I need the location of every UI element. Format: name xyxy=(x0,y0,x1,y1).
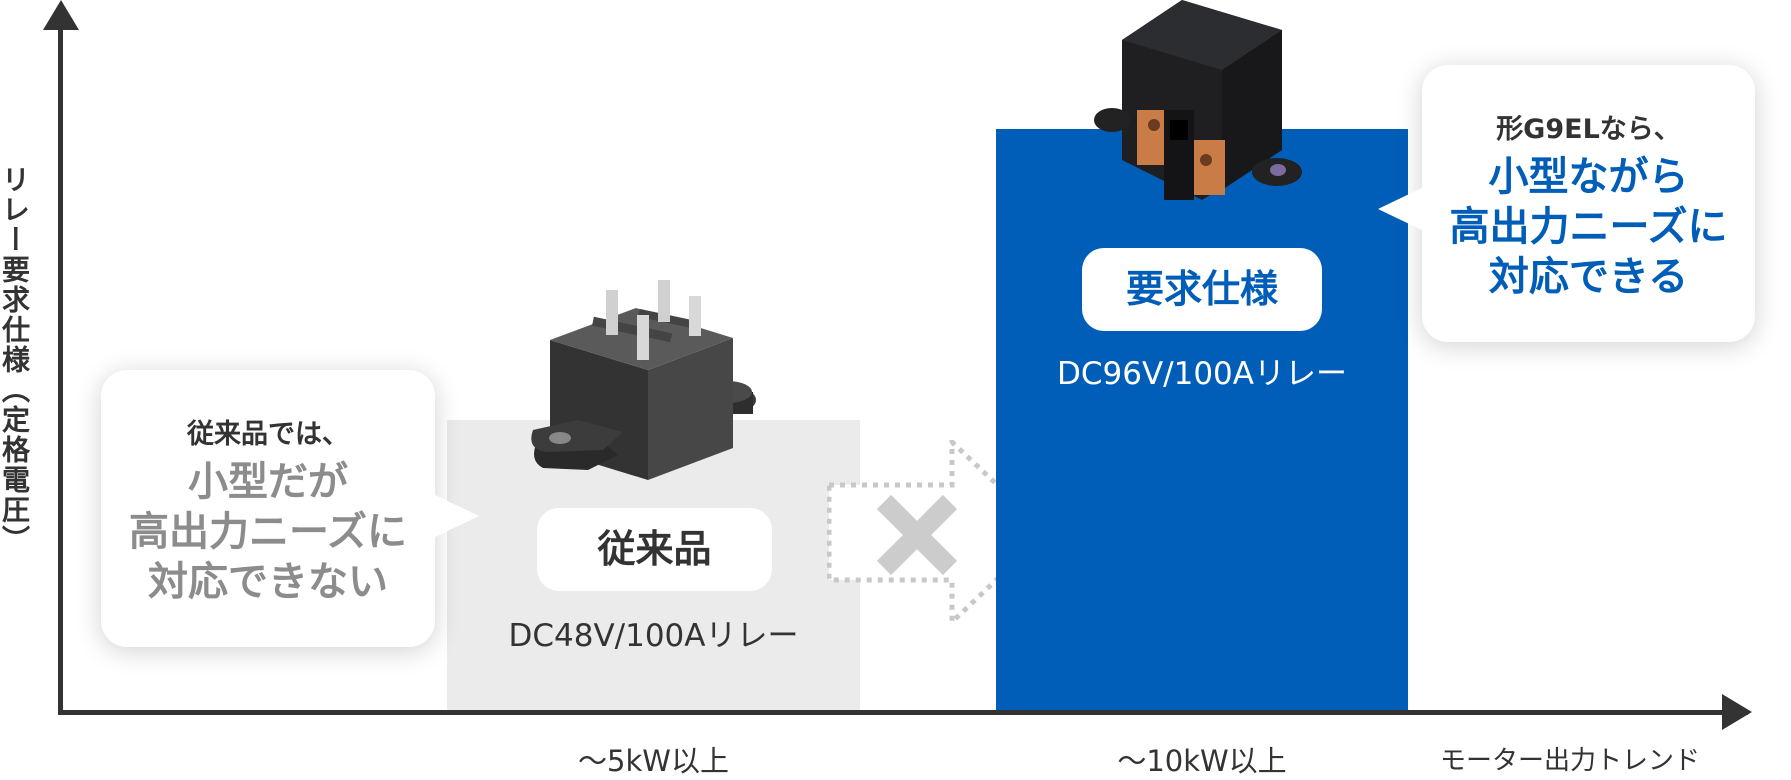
y-axis xyxy=(58,22,63,715)
conventional-speech-bubble: 従来品では、 小型だが 高出力ニーズに 対応できない xyxy=(101,370,479,647)
required-spec-label-pill: 要求仕様 xyxy=(1082,248,1322,331)
bubble-line: 対応できる xyxy=(1488,254,1689,300)
conventional-relay-icon xyxy=(531,280,756,480)
bubble-line: 対応できない xyxy=(148,559,388,605)
y-axis-label: リレー要求仕様（定格電圧） xyxy=(0,165,31,555)
g9el-relay-icon xyxy=(1094,0,1302,200)
bubble-line: 高出力ニーズに xyxy=(1449,204,1728,250)
required-spec: DC96V/100Aリレー xyxy=(1057,356,1347,392)
conventional-spec: DC48V/100Aリレー xyxy=(508,618,799,654)
conventional-label-pill: 従来品 xyxy=(537,508,772,591)
x-axis-arrowhead xyxy=(1722,694,1752,730)
bubble-line: 小型だが xyxy=(188,459,348,505)
required-spec-bar xyxy=(996,129,1408,710)
bubble-message: 小型だが 高出力ニーズに 対応できない xyxy=(101,457,435,607)
bubble-line: 高出力ニーズに xyxy=(129,509,407,555)
x-tick-10kw: 〜10kW以上 xyxy=(1117,744,1287,778)
bubble-line: 小型ながら xyxy=(1488,154,1689,200)
x-axis xyxy=(58,710,1748,715)
x-tick-5kw: 〜5kW以上 xyxy=(578,744,729,778)
blocked-transition-arrow-icon xyxy=(827,440,1051,625)
bubble-lead: 形G9ELなら、 xyxy=(1496,114,1681,145)
x-mark-icon xyxy=(876,494,958,576)
x-axis-label: モーター出力トレンド xyxy=(1439,746,1700,776)
g9el-speech-bubble: 形G9ELなら、 小型ながら 高出力ニーズに 対応できる xyxy=(1378,65,1755,342)
bubble-message: 小型ながら 高出力ニーズに 対応できる xyxy=(1422,152,1755,302)
bubble-lead: 従来品では、 xyxy=(187,419,349,450)
